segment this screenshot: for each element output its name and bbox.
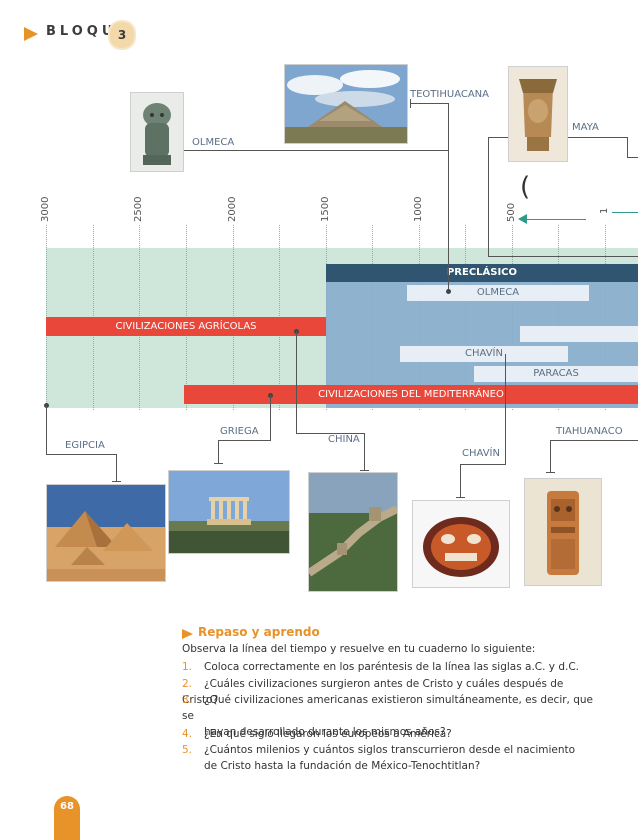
connector [627,157,638,158]
connector [456,497,465,498]
gridline [372,225,373,410]
label-egipcia: EGIPCIA [65,440,105,451]
bar-maya [520,326,638,342]
connector [546,472,555,473]
connector [550,440,638,441]
connector [364,433,365,471]
teotihuacan-pyramid-image [284,64,408,144]
gridline [512,225,513,410]
block-number: 3 [108,20,136,50]
question-2: 2.¿Cuáles civilizaciones surgieron antes… [182,676,602,708]
connector [448,103,449,292]
gridline [326,225,327,410]
bar-paracas: PARACAS [474,366,638,382]
review-intro: Observa la línea del tiempo y resuelve e… [182,643,536,655]
bar-civilizaciones-agricolas: CIVILIZACIONES AGRÍCOLAS [46,317,326,336]
connector [46,454,116,455]
year-label: 1000 [413,196,424,222]
label-chavin: CHAVÍN [462,448,500,459]
bar-preclasico: PRECLÁSICO [326,264,638,282]
connector [296,433,364,434]
parenthesis: ( [520,172,531,202]
question-text: ¿En qué siglo llegaron los europeos a Am… [204,728,452,740]
connector [218,440,219,464]
connector [410,99,411,108]
label-maya: MAYA [572,122,599,133]
question-number: 5. [182,744,193,756]
olmec-figure-image [130,92,184,172]
connector [488,137,489,257]
bar-olmeca: OLMECA [407,285,589,301]
question-text: ¿Qué civilizaciones americanas existiero… [182,694,594,722]
question-4: 4. ¿En qué siglo llegaron los europeos a … [182,726,602,742]
question-1: 1. Coloca correctamente en los paréntesis… [182,659,602,675]
question-5: 5. ¿Cuántos milenios y cuántos siglos tra… [182,742,602,774]
gridline [465,225,466,410]
review-title: Repaso y aprendo [198,625,320,639]
year-label: 2000 [227,196,238,222]
year-label: 3000 [40,196,51,222]
block-label: BLOQUE [46,24,130,39]
year-label: 1 [599,207,610,214]
connector [460,464,506,465]
gridline [419,225,420,410]
year-label: 1500 [320,196,331,222]
connector [410,103,448,104]
question-text: ¿Cuáles civilizaciones surgieron antes d… [182,678,564,706]
review-arrow-icon [182,629,193,639]
bar-mediterraneo: CIVILIZACIONES DEL MEDITERRÁNEO [184,385,638,404]
connector [176,150,448,151]
connector [627,137,628,157]
gridline [558,225,559,410]
page-number: 68 [54,796,80,840]
connector [46,405,47,454]
question-text: Coloca correctamente en los paréntesis d… [204,661,580,673]
arrow-line [522,219,586,220]
header-arrow-icon [24,27,38,41]
arrow-line [612,212,638,213]
question-number: 3. [182,694,193,706]
label-china: CHINA [328,434,360,445]
maya-figure-image [508,66,568,162]
label-teotihuacana: TEOTIHUACANA [410,89,490,100]
question-text-continued: de Cristo hasta la fundación de México-T… [204,760,481,772]
bar-chavin: CHAVÍN [400,346,568,362]
connector [270,395,271,441]
label-tiahuanaco: TIAHUANACO [556,426,623,437]
egypt-pyramids-image [46,484,166,582]
connector [360,470,369,471]
question-text-continued: hayan desarrollado durante los mismos añ… [204,726,446,738]
connector [214,463,223,464]
connector [505,354,506,464]
year-label: 2500 [133,196,144,222]
connector [296,331,297,433]
question-number: 4. [182,728,193,740]
question-number: 2. [182,678,193,690]
connector [550,440,551,473]
connector [460,464,461,498]
great-wall-image [308,472,398,592]
chavin-mask-image [412,500,510,588]
connector-dot [446,289,451,294]
label-griega: GRIEGA [220,426,259,437]
connector [488,256,638,257]
question-number: 1. [182,661,193,673]
tiahuanaco-figure-image [524,478,602,586]
label-olmeca: OLMECA [192,137,235,148]
greek-temple-image [168,470,290,554]
gridline [605,225,606,410]
question-text: ¿Cuántos milenios y cuántos siglos trans… [204,744,576,756]
question-3: 3.¿Qué civilizaciones americanas existie… [182,692,602,740]
connector [116,454,117,482]
connector [218,440,270,441]
year-label: 500 [506,202,517,222]
connector [112,481,121,482]
